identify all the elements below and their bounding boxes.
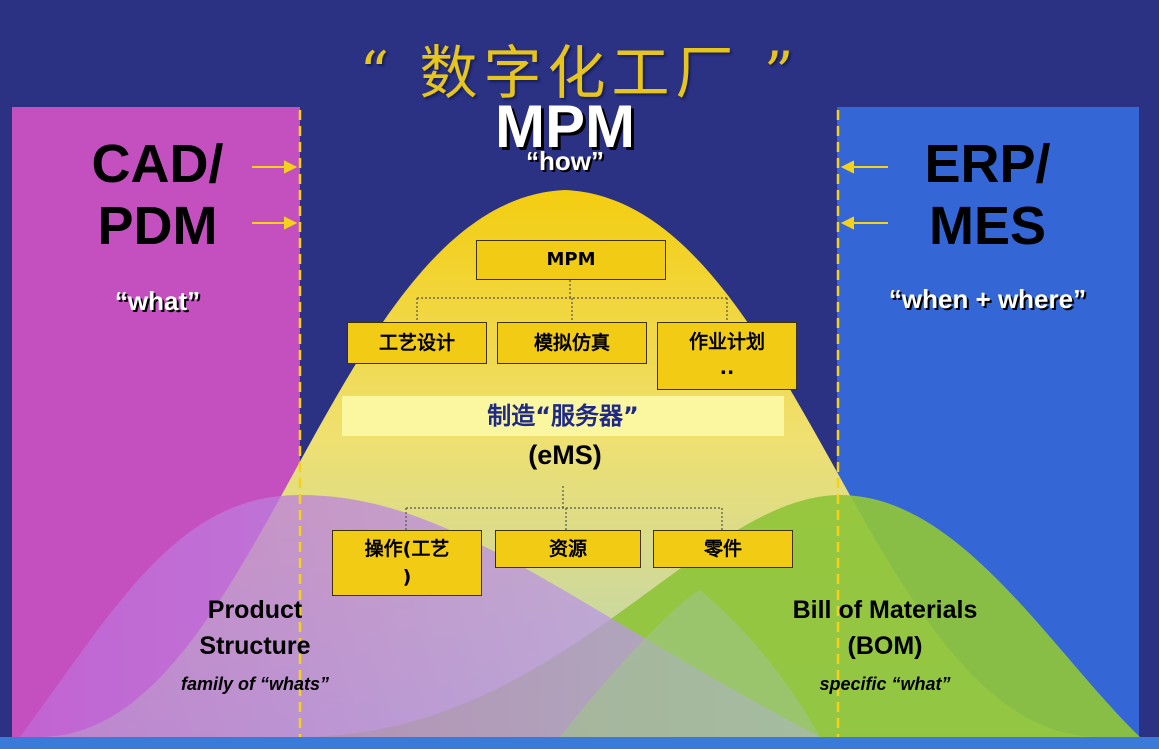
left-arrow-2 [252, 216, 298, 230]
bottom-strip [0, 737, 1159, 749]
cad-label-line2: PDM [97, 196, 218, 256]
right-arrow-2 [840, 216, 888, 230]
bom-line2: (BOM) [847, 632, 923, 660]
resource-box: 资源 [495, 530, 641, 568]
bom-line1: Bill of Materials [792, 596, 978, 624]
product-structure-label: Product Structure [150, 592, 360, 664]
top-tree-connectors [416, 280, 728, 322]
bottom-tree-connectors [405, 486, 723, 530]
left-arrow-1 [252, 160, 298, 174]
work-plan-box: 作业计划 .. [657, 322, 797, 390]
manufacturing-server-bar: 制造“服务器” [342, 396, 784, 436]
erp-label-line2: MES [928, 196, 1047, 256]
mpm-root-box: MPM [476, 240, 666, 280]
right-arrow-1 [840, 160, 888, 174]
erp-mes-label: ERP/ MES [870, 133, 1105, 257]
simulation-box: 模拟仿真 [497, 322, 647, 364]
cad-label-line1: CAD/ [91, 134, 224, 194]
mpm-heading: MPM [495, 93, 635, 160]
bom-label: Bill of Materials (BOM) [760, 592, 1010, 664]
cad-pdm-quote: “what” [114, 286, 201, 316]
ems-label: (eMS) [528, 440, 602, 470]
product-structure-line2: Structure [199, 632, 311, 660]
erp-label-line1: ERP/ [924, 134, 1051, 194]
page-title: “ 数字化工厂 ” [359, 39, 800, 107]
parts-box: 零件 [653, 530, 793, 568]
erp-mes-quote: “when + where” [888, 284, 1087, 314]
product-structure-sub: family of “whats” [180, 674, 330, 694]
process-design-box: 工艺设计 [347, 322, 487, 364]
product-structure-line1: Product [207, 596, 303, 624]
cad-pdm-label: CAD/ PDM [40, 133, 275, 257]
bom-sub: specific “what” [819, 674, 951, 694]
mpm-subheading: “how” [526, 146, 604, 176]
operation-box: 操作(工艺 ) [332, 530, 482, 596]
